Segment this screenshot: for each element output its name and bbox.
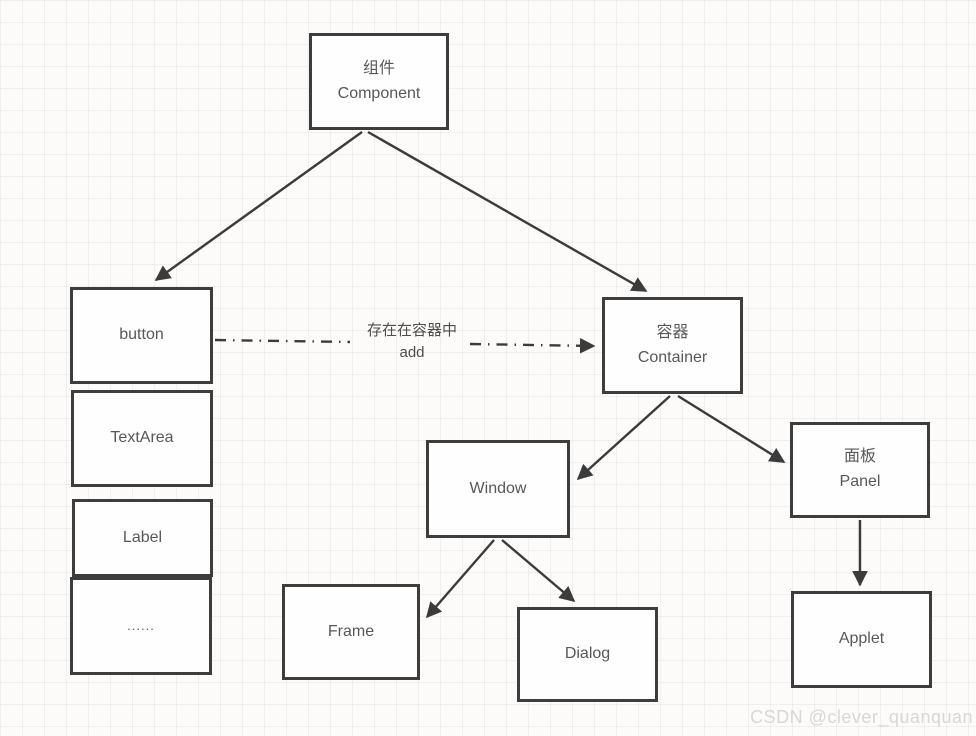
node-panel: 面板 Panel	[790, 422, 930, 518]
node-window: Window	[426, 440, 570, 538]
node-container: 容器 Container	[602, 297, 743, 394]
arrow-window-to-dialog	[501, 539, 576, 603]
node-textarea: TextArea	[71, 390, 213, 487]
arrow-container-to-window	[576, 395, 671, 481]
arrow-window-to-frame	[425, 539, 495, 619]
node-ellipsis: ......	[70, 577, 212, 675]
edge-label-add-to-container: 存在在容器中 add	[366, 322, 457, 361]
csdn-watermark: CSDN @clever_quanquan	[750, 707, 973, 727]
node-dialog: Dialog	[517, 607, 658, 702]
arrow-component-to-container	[367, 130, 648, 293]
dashed-edge-container-segment	[469, 337, 596, 354]
arrow-container-to-panel	[677, 394, 786, 464]
arrow-component-to-button	[154, 131, 363, 281]
node-button: button	[70, 287, 213, 384]
node-frame: Frame	[282, 584, 420, 680]
dashed-edge-button-segment	[214, 338, 351, 344]
node-component: 组件 Component	[309, 33, 449, 130]
node-applet: Applet	[791, 591, 932, 688]
node-label: Label	[72, 499, 213, 577]
